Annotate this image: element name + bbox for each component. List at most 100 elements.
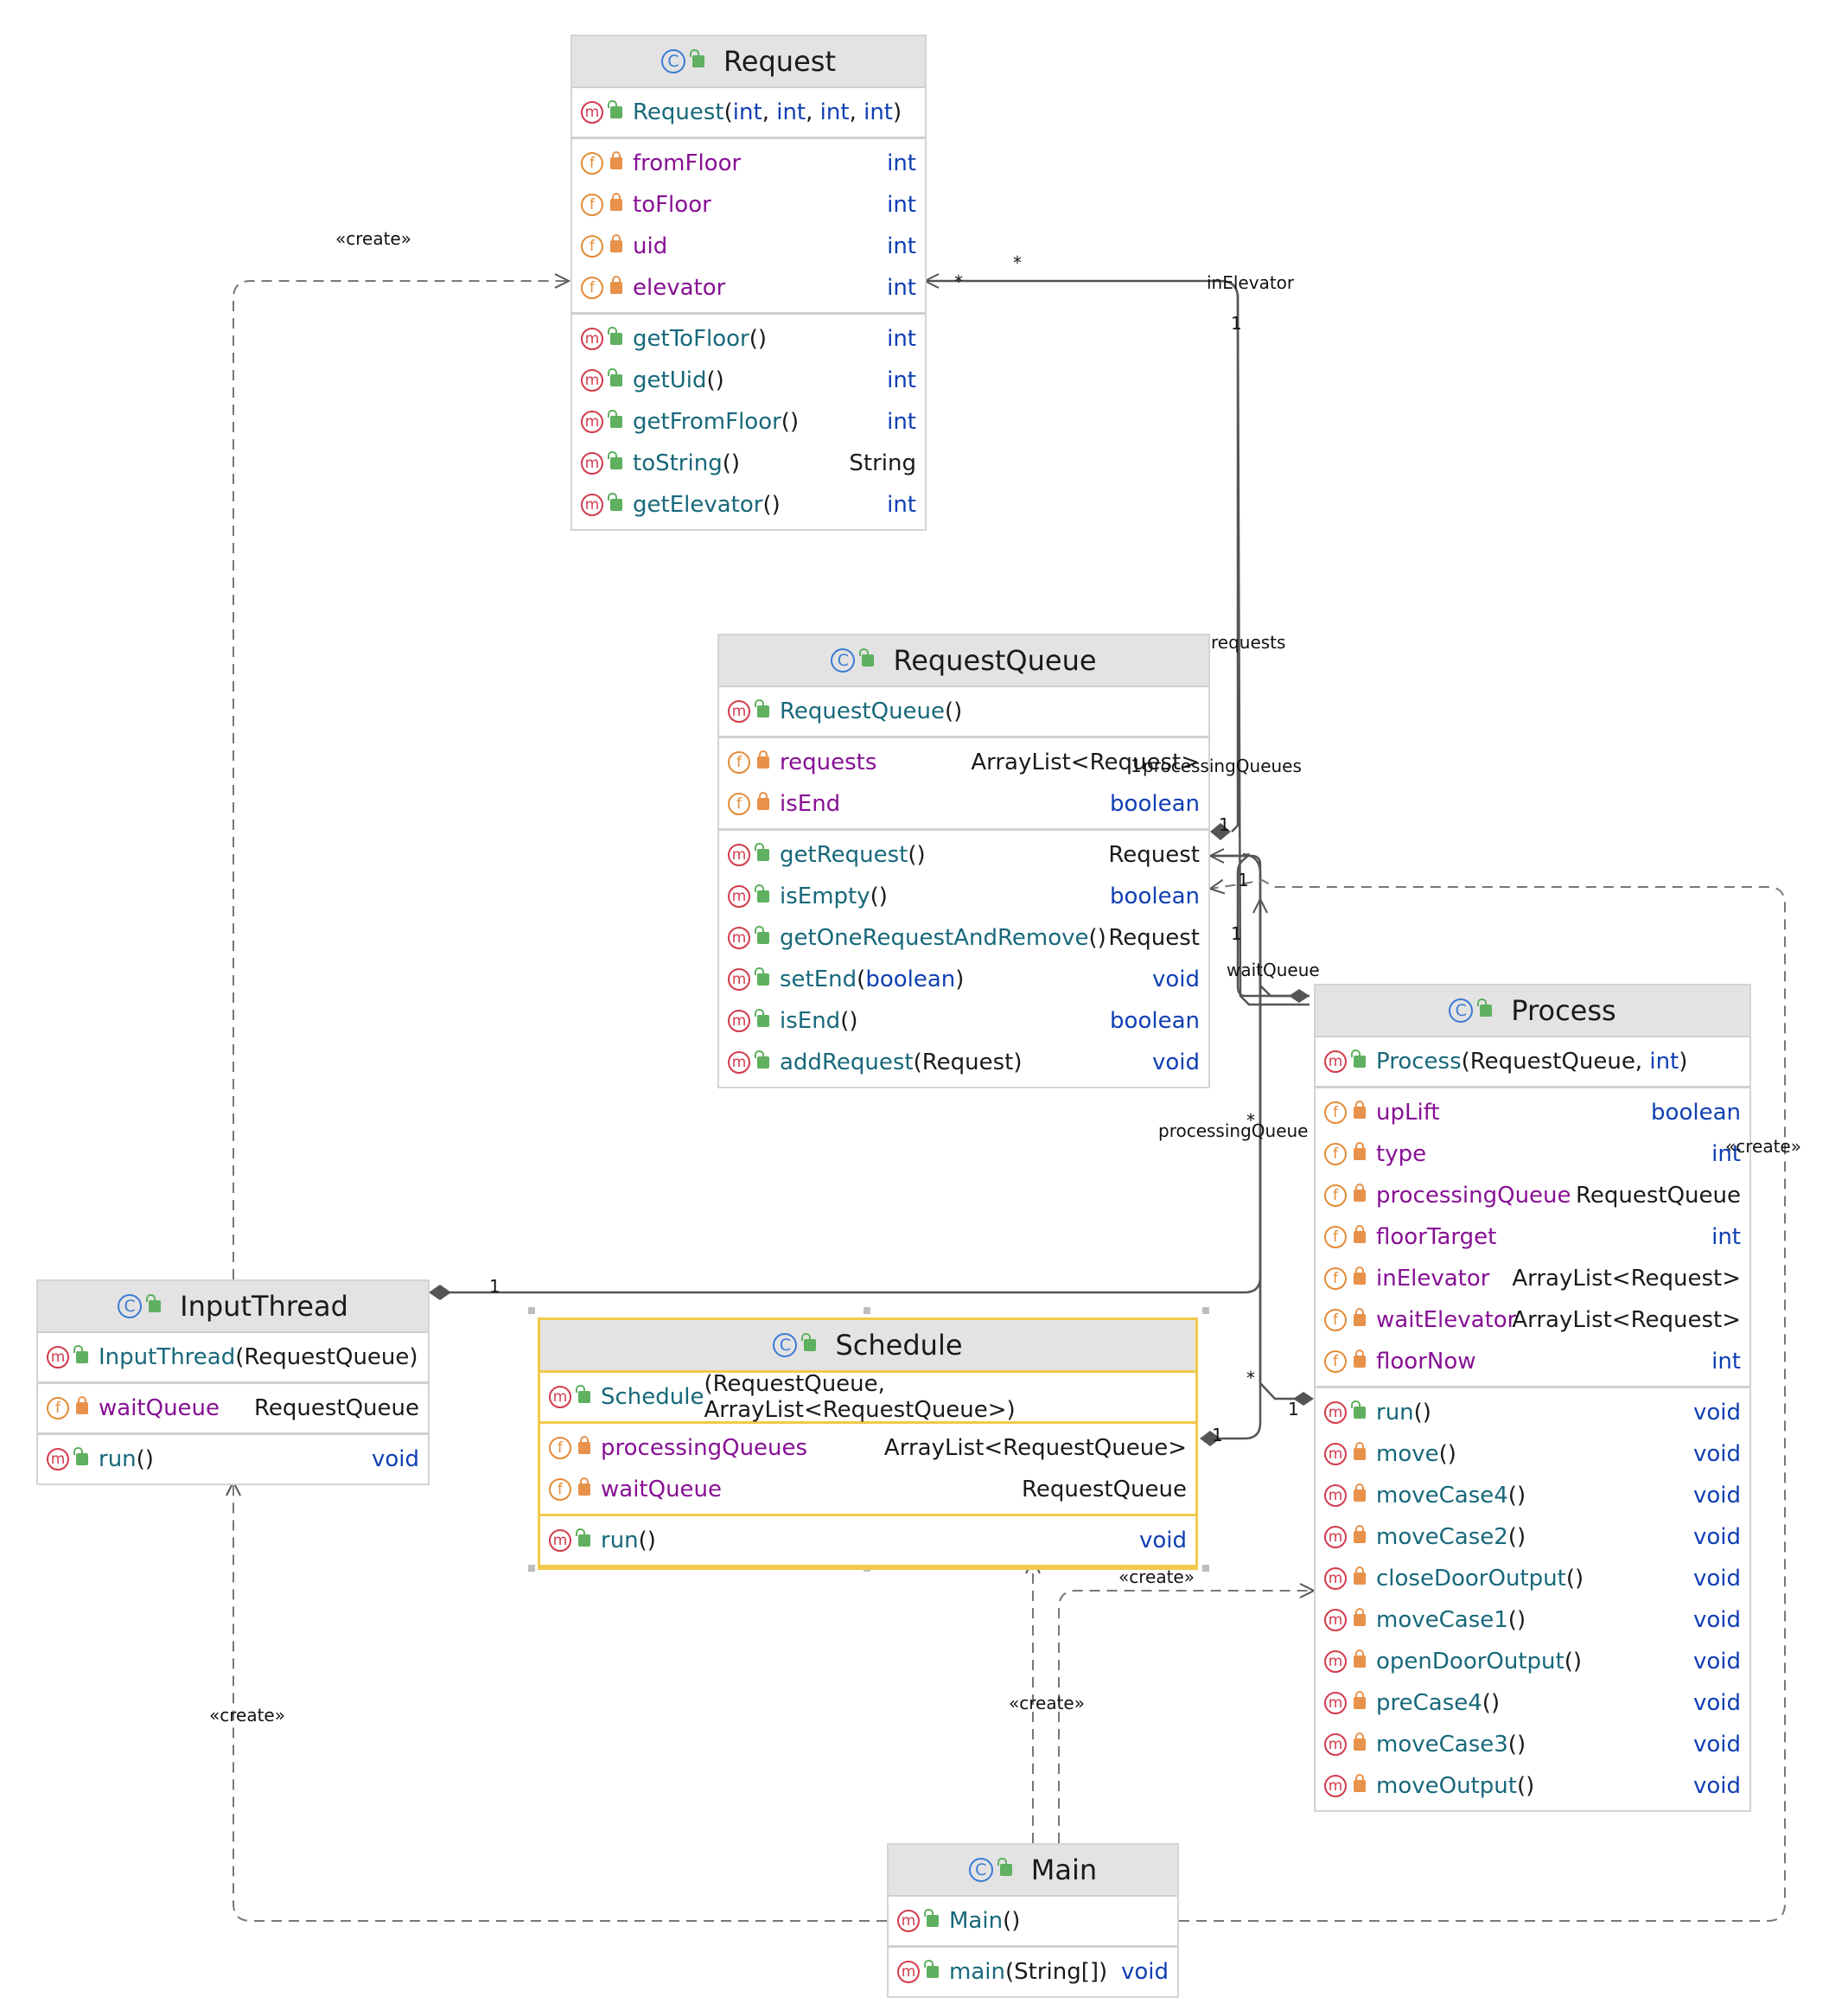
member-name: inElevator [1376, 1266, 1490, 1292]
private-icon [1354, 1732, 1366, 1751]
multiplicity-label: 1 [1231, 313, 1242, 334]
selection-handle[interactable] [864, 1307, 870, 1314]
public-icon [608, 410, 622, 428]
private-icon [1354, 1349, 1366, 1368]
class-icon: C [831, 648, 856, 673]
member-type: boolean [1110, 791, 1200, 817]
selection-handle[interactable] [1202, 1307, 1209, 1314]
constructor-row[interactable]: m Process(RequestQueue, int) [1316, 1041, 1749, 1082]
params-open: ( [857, 967, 866, 992]
field-icon: f [581, 235, 603, 258]
multiplicity-label: 1 [1131, 756, 1142, 776]
constructors-section: m Schedule(RequestQueue, ArrayList<Reque… [540, 1371, 1195, 1424]
selection-handle[interactable] [1202, 1565, 1209, 1572]
class-schedule[interactable]: C Schedule m Schedule(RequestQueue, Arra… [538, 1317, 1198, 1570]
constructors-section: m RequestQueue() [719, 687, 1208, 738]
class-header[interactable]: C InputThread [38, 1281, 428, 1333]
member-name: waitElevator [1376, 1307, 1517, 1333]
member-name: Schedule [601, 1384, 704, 1410]
constructor-row[interactable]: m Main() [889, 1900, 1177, 1942]
public-icon [859, 648, 875, 667]
class-header[interactable]: C Main [889, 1845, 1177, 1897]
class-process[interactable]: C Process m Process(RequestQueue, int) f… [1314, 984, 1751, 1812]
member-params: () [1507, 1524, 1526, 1550]
field-icon: f [581, 277, 603, 299]
constructor-row[interactable]: m Request(int, int, int, int) [572, 92, 925, 133]
multiplicity-label: * [1246, 1368, 1255, 1388]
class-header[interactable]: C Schedule [540, 1320, 1195, 1373]
member-name: processingQueue [1376, 1183, 1571, 1209]
constructors-section: m Main() [889, 1897, 1177, 1948]
class-inputthread[interactable]: C InputThread m InputThread(RequestQueue… [36, 1279, 430, 1485]
field-icon: f [581, 152, 603, 175]
selection-handle[interactable] [528, 1307, 535, 1314]
method-icon: m [581, 411, 603, 433]
constructor-row[interactable]: m InputThread(RequestQueue) [38, 1337, 428, 1378]
member-type: void [1692, 1483, 1741, 1509]
requests-diamond [1210, 823, 1231, 840]
method-icon: m [1324, 1650, 1347, 1673]
params-close: ) [955, 967, 965, 992]
constructor-row[interactable]: m RequestQueue() [719, 691, 1208, 732]
member-name: getToFloor [633, 326, 749, 352]
selection-handle[interactable] [528, 1565, 535, 1572]
method-icon: m [897, 1961, 920, 1983]
method-icon: m [1324, 1775, 1347, 1797]
member-name: moveCase4 [1376, 1483, 1508, 1509]
member-params: () [1507, 1732, 1526, 1758]
class-header[interactable]: C Process [1316, 986, 1749, 1037]
class-header[interactable]: C RequestQueue [719, 635, 1208, 687]
private-icon [1354, 1566, 1366, 1585]
class-request[interactable]: C Request m Request(int, int, int, int) … [570, 35, 927, 531]
constructor-row[interactable]: m Schedule(RequestQueue, ArrayList<Reque… [540, 1371, 1195, 1423]
method-icon: m [47, 1346, 69, 1368]
public-icon [1477, 998, 1493, 1017]
class-header[interactable]: C Request [572, 36, 925, 88]
waitqueue-line [1214, 853, 1310, 998]
